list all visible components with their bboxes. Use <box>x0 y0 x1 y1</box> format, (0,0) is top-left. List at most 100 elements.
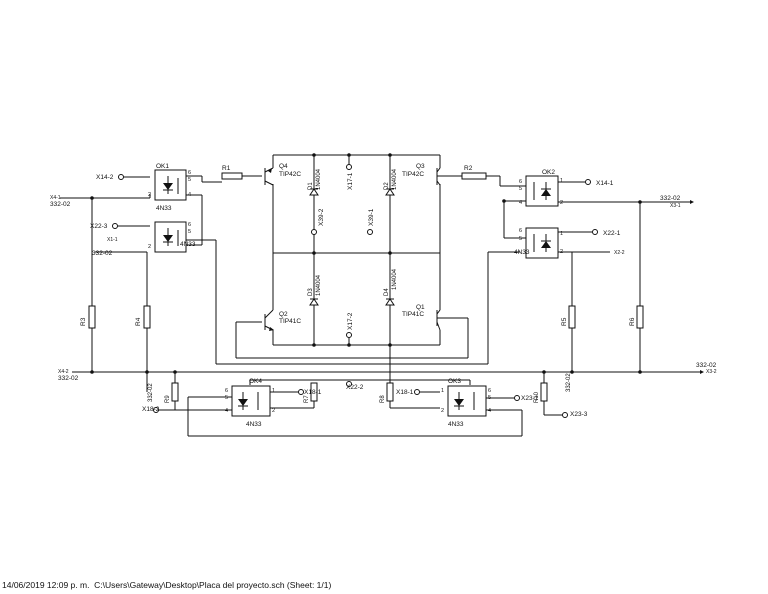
resistor-r5: R5 <box>561 305 576 329</box>
optocoupler-ok6: 4N33 6 5 2 <box>148 221 196 253</box>
transistor-q3: Q3 TIP42C <box>402 163 452 186</box>
r9-label: R9 <box>165 395 171 403</box>
label-net-left-1: 332-02 <box>50 201 71 208</box>
ok1-pin-2: 2 <box>148 192 151 198</box>
ok4-pin-5: 5 <box>225 395 228 401</box>
q2-part: TIP41C <box>279 318 301 325</box>
resistor-r6: R6 <box>629 305 644 329</box>
d3-name: D3 <box>308 288 314 296</box>
resistor-r1: R1 <box>221 165 243 180</box>
resistor-r8: R8 <box>380 382 394 403</box>
ok3-name: OK3 <box>448 378 461 385</box>
ok4-pin-4: 4 <box>225 408 228 414</box>
q3-name: Q3 <box>416 163 425 170</box>
r1-label: R1 <box>222 165 231 172</box>
label-x3-1: X3-1 <box>670 203 681 209</box>
diode-d2: D2 1N4004 <box>384 168 398 196</box>
label-x17-2: X17-2 <box>347 312 354 330</box>
ok6-pin-6: 6 <box>188 222 191 228</box>
q3-part: TIP42C <box>402 171 424 178</box>
ok6-part: 4N33 <box>180 241 196 248</box>
label-x4-2: X4-2 <box>58 369 69 375</box>
label-x22-3: X22-3 <box>90 223 108 230</box>
label-net-right-1: 332-02 <box>660 195 681 202</box>
r8-label: R8 <box>380 395 386 403</box>
ok2-pin-6: 6 <box>519 179 522 185</box>
r10-label: R10 <box>534 391 540 403</box>
q4-name: Q4 <box>279 163 288 170</box>
ok3-part: 4N33 <box>448 421 464 428</box>
diode-d1: D1 1N4004 <box>308 168 322 196</box>
label-x23-1: X23-1 <box>521 395 539 402</box>
label-net-left-3: 332-02 <box>58 375 79 382</box>
ok5-pin-2: 2 <box>560 249 563 255</box>
resistor-r7: R7 <box>304 382 318 403</box>
d3-part: 1N4004 <box>316 274 322 296</box>
d1-part: 1N4004 <box>316 168 322 190</box>
ok3-pin-6: 6 <box>488 388 491 394</box>
optocoupler-ok5: 4N33 6 5 1 2 <box>514 227 563 259</box>
footer-info: 14/06/2019 12:09 p. m. C:\Users\Gateway\… <box>2 580 331 590</box>
transistor-q2: Q2 TIP41C <box>264 309 301 331</box>
connector-pads <box>112 164 704 418</box>
resistor-r4: R4 <box>135 305 151 329</box>
label-x22-1: X22-1 <box>603 230 621 237</box>
diode-d3: D3 1N4004 <box>308 274 322 306</box>
label-x14-2: X14-2 <box>96 174 114 181</box>
label-x4-1: X4-1 <box>50 195 61 201</box>
label-x22-2: X22-2 <box>346 384 364 391</box>
ok3-pin-2: 2 <box>441 408 444 414</box>
ok2-pin-5: 5 <box>519 186 522 192</box>
r5-label: R5 <box>561 317 568 326</box>
label-x18-1-left: X18-1 <box>304 389 322 396</box>
ok6-pin-2: 2 <box>148 244 151 250</box>
label-net-bottom-1: 332-02 <box>148 383 154 402</box>
ok6-pin-5: 5 <box>188 229 191 235</box>
ok4-pin-6: 6 <box>225 388 228 394</box>
r3-label: R3 <box>80 317 87 326</box>
d4-part: 1N4004 <box>392 268 398 290</box>
label-x18-2: X18-2 <box>142 406 160 413</box>
label-x23-3: X23-3 <box>570 411 588 418</box>
label-x18-1: X18-1 <box>396 389 414 396</box>
d1-name: D1 <box>308 182 314 190</box>
label-net-left-2: 332-02 <box>92 250 113 257</box>
label-x3-2: X3-2 <box>706 369 717 375</box>
r6-label: R6 <box>629 317 636 326</box>
ok1-pin-5: 5 <box>188 177 191 183</box>
ok4-pin-2: 2 <box>272 408 275 414</box>
ok4-part: 4N33 <box>246 421 262 428</box>
ok3-pin-5: 5 <box>488 395 491 401</box>
r4-label: R4 <box>135 317 142 326</box>
footer-timestamp: 14/06/2019 12:09 p. m. <box>2 580 90 590</box>
ok4-pin-1: 1 <box>272 388 275 394</box>
diode-d4: D4 1N4004 <box>384 268 398 306</box>
ok1-part: 4N33 <box>156 205 172 212</box>
ok4-name: OK4 <box>249 378 262 385</box>
ok1-pin-4: 4 <box>188 192 191 198</box>
r2-label: R2 <box>464 165 473 172</box>
d4-name: D4 <box>384 288 390 296</box>
ok2-pin-2: 2 <box>560 200 563 206</box>
optocoupler-ok2: OK2 6 5 4 1 2 <box>519 169 563 207</box>
ok5-pin-6: 6 <box>519 228 522 234</box>
ok3-pin-1: 1 <box>441 388 444 394</box>
q1-part: TIP41C <box>402 311 424 318</box>
d2-name: D2 <box>384 182 390 190</box>
ok2-name: OK2 <box>542 169 555 176</box>
ok2-pin-1: 1 <box>560 178 563 184</box>
ok5-part: 4N33 <box>514 249 530 256</box>
junctions <box>90 153 642 374</box>
r7-label: R7 <box>304 395 310 403</box>
label-x39-2: X39-2 <box>318 208 325 226</box>
label-net-bottom-2: 332-02 <box>566 373 572 392</box>
resistor-r3: R3 <box>80 305 96 329</box>
ok5-pin-5: 5 <box>519 236 522 242</box>
label-x1-1: X1-1 <box>107 237 118 243</box>
label-x39-1: X39-1 <box>368 208 375 226</box>
ok2-pin-4: 4 <box>519 200 522 206</box>
footer-path: C:\Users\Gateway\Desktop\Placa del proye… <box>94 580 332 590</box>
d2-part: 1N4004 <box>392 168 398 190</box>
resistor-r2: R2 <box>461 165 487 180</box>
